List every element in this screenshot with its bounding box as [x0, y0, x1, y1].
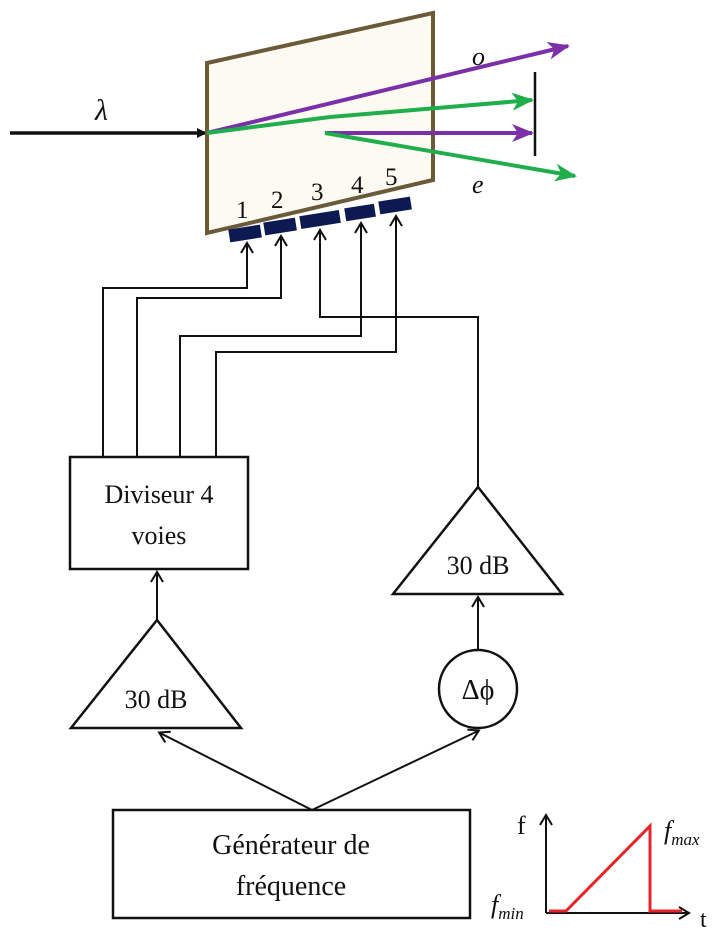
electrode-label-5: 5	[385, 164, 398, 191]
wire-to-electrode-1	[102, 241, 254, 457]
electrode-4	[344, 203, 376, 222]
ordinary-beam-upper	[206, 41, 570, 135]
green-beam-upper	[329, 92, 534, 119]
electrode-5	[378, 196, 412, 215]
electrode-3	[299, 209, 341, 230]
amplifier-left	[68, 617, 244, 730]
wire-to-electrode-5	[215, 214, 403, 457]
divider-label-line1: Diviseur 4	[104, 480, 213, 509]
extraordinary-beam-lower	[324, 131, 577, 182]
wire-gen-to-amp-left	[157, 730, 313, 811]
sweep-curve	[549, 822, 682, 913]
crystal	[205, 10, 435, 236]
generator-label-line2: fréquence	[236, 871, 346, 902]
generator-label-line1: Générateur de	[212, 830, 370, 861]
electrode-1	[228, 224, 262, 243]
sweep-x-label: t	[700, 907, 707, 929]
amplifier-right	[390, 484, 565, 596]
divider-label-line2: voies	[132, 521, 187, 550]
amplifier-left-label: 30 dB	[125, 685, 188, 714]
sweep-y-label: f	[517, 811, 526, 840]
wavelength-label: λ	[94, 94, 108, 127]
divider-box	[68, 455, 250, 571]
wire-to-electrode-2	[136, 234, 288, 457]
fmax-label: fmax	[664, 816, 700, 849]
generator-box	[111, 808, 472, 920]
electrode-label-1: 1	[236, 197, 249, 224]
electrode-2	[263, 217, 297, 236]
electrode-label-2: 2	[271, 187, 284, 214]
wire-to-electrode-4	[179, 221, 368, 457]
phase-shifter-label: Δϕ	[462, 675, 495, 706]
fmin-label: fmin	[491, 890, 524, 923]
electrode-label-3: 3	[311, 179, 324, 206]
wire-gen-to-phase	[311, 728, 481, 811]
amplifier-right-label: 30 dB	[447, 551, 510, 580]
ordinary-label: o	[472, 42, 485, 71]
electrode-label-4: 4	[351, 172, 364, 199]
green-beam-center	[206, 115, 331, 135]
extraordinary-label: e	[472, 170, 484, 199]
wire-to-electrode-3	[313, 228, 479, 487]
